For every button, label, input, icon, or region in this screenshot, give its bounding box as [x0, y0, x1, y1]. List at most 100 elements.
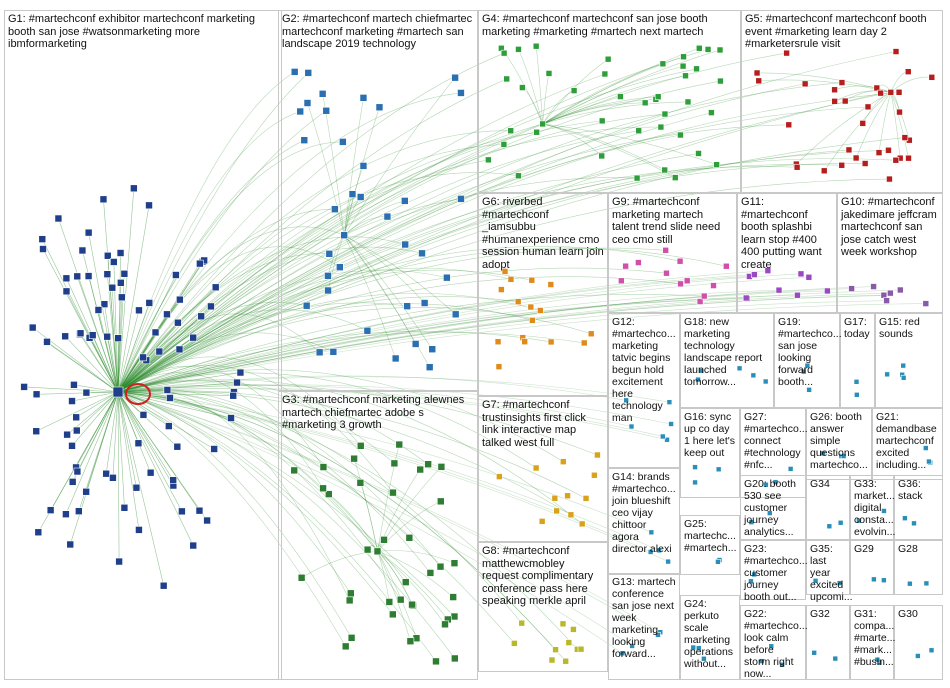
node-g36: [902, 515, 908, 521]
node-g4: [519, 84, 526, 91]
edge: [117, 126, 661, 393]
node-g1: [62, 510, 70, 518]
node-g35: [836, 580, 843, 586]
edge: [117, 391, 140, 530]
node-g5: [877, 89, 884, 97]
edge: [117, 391, 120, 562]
node-g32: [832, 655, 839, 662]
node-g9: [676, 257, 684, 265]
node-g1: [118, 293, 126, 302]
edge: [117, 159, 489, 393]
node-g1: [135, 526, 143, 534]
hub-self-loop: [125, 383, 151, 405]
edge: [117, 391, 522, 624]
node-g2: [401, 197, 409, 205]
node-g2: [425, 363, 434, 371]
edge: [117, 391, 378, 552]
node-g1: [108, 283, 117, 292]
node-g1: [62, 274, 71, 283]
edge: [117, 365, 394, 493]
node-g1: [70, 381, 78, 389]
node-g3: [441, 620, 449, 629]
node-g11: [805, 273, 813, 281]
node-g4: [515, 46, 522, 53]
edge: [117, 52, 505, 393]
edge: [117, 372, 324, 489]
node-g7: [538, 518, 546, 525]
group-box-g36: [894, 475, 943, 540]
group-box-g14: [608, 468, 680, 575]
edge: [117, 391, 556, 650]
edge: [377, 550, 455, 564]
node-g3: [341, 642, 350, 651]
edge: [103, 199, 119, 393]
node-g1: [38, 235, 47, 243]
node-g4: [677, 131, 684, 139]
edge: [117, 286, 874, 393]
node-g7: [496, 473, 503, 480]
node-g2: [401, 240, 409, 249]
edge: [117, 391, 352, 594]
node-g7: [594, 451, 601, 459]
node-g1: [175, 345, 184, 354]
node-g8: [565, 639, 573, 646]
edge: [117, 290, 828, 393]
node-g7: [591, 471, 598, 479]
group-label-g16: G16: sync up co day 1 here let's keep ou…: [684, 411, 736, 459]
node-g1: [82, 487, 90, 496]
node-g3: [449, 593, 457, 601]
edge: [117, 391, 174, 481]
edge: [117, 296, 519, 393]
edge: [117, 96, 621, 393]
edge: [117, 391, 208, 521]
node-g33: [881, 508, 887, 514]
node-g33: [856, 517, 862, 524]
edge: [834, 85, 891, 93]
edge: [117, 247, 666, 393]
node-g18: [736, 365, 743, 372]
edge: [542, 56, 684, 125]
edge: [117, 309, 368, 393]
group-box-g3: [278, 391, 478, 680]
node-g22: [758, 658, 765, 664]
edge: [823, 92, 892, 171]
node-g2: [324, 272, 332, 280]
group-box-g32: [806, 605, 850, 680]
node-g4: [633, 174, 641, 182]
node-g3: [406, 637, 415, 646]
node-g5: [841, 97, 849, 105]
edge: [117, 83, 806, 393]
edge: [117, 299, 181, 393]
edge: [301, 551, 378, 579]
node-g4: [533, 128, 540, 136]
group-label-g4: G4: #martechconf martechconf san jose bo…: [482, 13, 708, 38]
edge: [377, 551, 417, 639]
node-g6: [580, 339, 588, 347]
edge: [117, 236, 406, 393]
node-g3: [436, 562, 445, 571]
group-label-g11: G11: #martechconf booth splashbi learn s…: [741, 196, 822, 271]
node-g2: [340, 231, 349, 240]
edge: [36, 391, 119, 395]
node-g6: [587, 330, 595, 338]
node-g1: [115, 557, 123, 566]
node-g19: [804, 362, 811, 369]
node-g18: [750, 372, 757, 379]
edge: [344, 200, 405, 236]
edge: [117, 130, 511, 393]
edge: [542, 123, 602, 157]
node-g1: [43, 338, 51, 346]
edge: [117, 376, 670, 403]
node-g2: [359, 162, 368, 170]
node-g2: [304, 69, 313, 77]
group-label-g29: G29: [854, 543, 874, 555]
node-g5: [785, 121, 793, 129]
group-label-g13: G13: martech conference san jose next we…: [612, 576, 676, 660]
node-g8: [562, 657, 569, 665]
node-g3: [350, 454, 358, 463]
node-g1: [20, 383, 28, 391]
node-g1: [145, 201, 153, 210]
edge: [117, 302, 307, 393]
node-g3: [408, 600, 416, 609]
node-g10: [848, 285, 855, 292]
